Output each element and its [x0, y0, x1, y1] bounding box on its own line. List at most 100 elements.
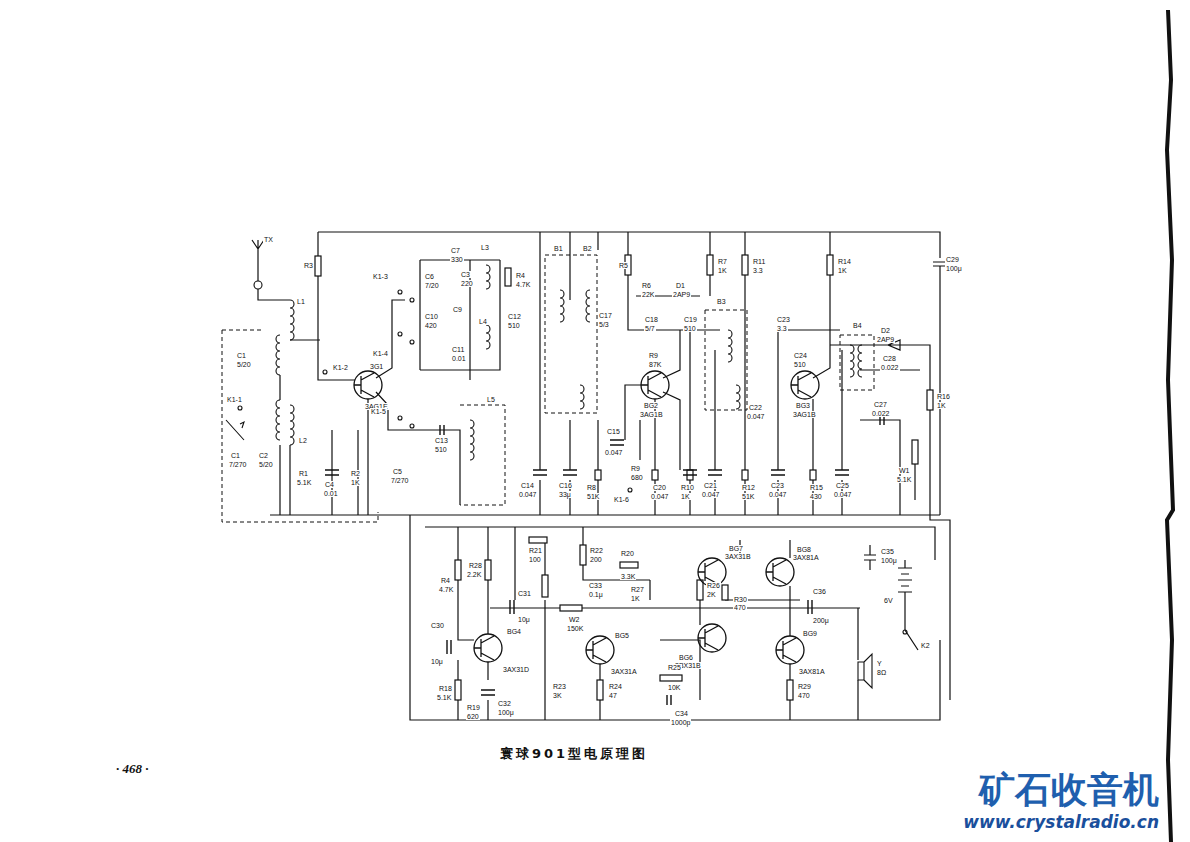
part-label: 0.1μ [588, 591, 604, 598]
part-label: 6V [883, 597, 894, 604]
part-label: L5 [486, 396, 496, 403]
part-label: L1 [296, 298, 306, 305]
part-label: B4 [852, 322, 863, 329]
part-label: 0.047 [701, 491, 721, 498]
part-label: 3AX31D [502, 666, 530, 673]
part-label: C16 [558, 482, 573, 489]
part-label: C15 [606, 428, 621, 435]
switch-symbol [398, 332, 402, 336]
watermark: 矿石收音机 [978, 772, 1160, 808]
resistor-symbol [927, 390, 933, 410]
wire [898, 560, 918, 650]
part-label: 2.2K [466, 571, 482, 578]
part-label: K1-1 [226, 396, 243, 403]
switch-symbol [226, 281, 907, 688]
resistor-symbol [707, 255, 713, 275]
transistor-symbol [791, 371, 819, 399]
part-label: R11 [752, 258, 766, 265]
part-label: K1-5 [370, 408, 387, 415]
part-label: B3 [716, 298, 727, 305]
wire [458, 527, 488, 720]
part-label: 5.1K [896, 476, 912, 483]
part-label: R4 [440, 577, 451, 584]
part-label: C33 [588, 582, 603, 589]
part-label: BG3 [795, 402, 811, 409]
wire [368, 392, 430, 515]
part-label: 22K [641, 291, 655, 298]
part-label: K1-3 [372, 273, 389, 280]
part-label: 87K [648, 361, 662, 368]
part-label: R21 [528, 547, 543, 554]
page-edge [1167, 10, 1173, 842]
capacitor-symbol [481, 440, 671, 705]
part-label: C6 [424, 273, 435, 280]
transistor-symbol [354, 371, 819, 664]
part-label: R16 [936, 393, 951, 400]
resistor-symbol [787, 680, 793, 700]
part-label: W1 [898, 467, 911, 474]
resistor-symbol [742, 255, 748, 275]
part-label: 0.01 [323, 490, 339, 497]
transistor-symbol [586, 638, 606, 662]
part-label: 5/20 [236, 361, 252, 368]
part-label: R20 [620, 550, 635, 557]
coil [736, 385, 740, 409]
shield-outline [222, 255, 874, 522]
part-label: 430 [809, 493, 823, 500]
part-label: 7/270 [228, 461, 248, 468]
part-label: 47 [608, 692, 618, 699]
part-label: C7 [450, 247, 461, 254]
part-label: B1 [553, 245, 564, 252]
part-label: W2 [568, 616, 581, 623]
switch-symbol [858, 654, 872, 688]
resistor-symbol [660, 675, 682, 681]
resistor-symbol [529, 537, 547, 543]
capacitor-symbol [325, 415, 884, 475]
part-label: C13 [434, 437, 449, 444]
part-label: 4.7K [438, 586, 454, 593]
part-label: 0.047 [768, 491, 788, 498]
part-label: 470 [797, 692, 811, 699]
switch-symbol [254, 281, 262, 289]
resistor-symbol [597, 680, 603, 700]
transistor-symbol [354, 371, 382, 399]
part-label: 5/3 [598, 321, 610, 328]
part-label: 510 [683, 325, 697, 332]
coil [858, 345, 862, 377]
part-label: C29 [945, 256, 960, 263]
wire [660, 585, 800, 700]
part-label: BG5 [614, 632, 630, 639]
transistor-symbol [791, 373, 811, 397]
part-label: C19 [683, 316, 698, 323]
part-label: 3.3 [776, 325, 788, 332]
coil [290, 300, 294, 340]
part-label: C9 [452, 306, 463, 313]
part-label: C28 [882, 355, 897, 362]
transistor-symbol [766, 558, 794, 586]
part-label: 51K [741, 493, 755, 500]
part-label: L4 [478, 318, 488, 325]
part-label: C20 [652, 484, 667, 491]
part-label: 100μ [497, 709, 515, 716]
capacitor-symbol [708, 470, 849, 475]
resistor-symbol [485, 560, 491, 580]
part-label: R3 [303, 262, 314, 269]
part-label: 420 [424, 322, 438, 329]
part-label: C23 [770, 482, 785, 489]
part-label: C11 [451, 346, 465, 353]
part-label: R6 [641, 282, 652, 289]
part-label: 510 [507, 322, 521, 329]
part-label: R15 [809, 484, 824, 491]
resistor-symbol [560, 605, 582, 611]
wire [628, 232, 720, 330]
part-label: 3AG1B [792, 411, 817, 418]
part-label: 510 [434, 446, 448, 453]
part-label: C5 [392, 468, 403, 475]
part-label: R25 [667, 664, 682, 671]
resistor-symbol [722, 585, 728, 600]
part-label: 680 [630, 474, 644, 481]
part-label: C12 [507, 313, 522, 320]
switch-symbol [410, 298, 414, 302]
part-label: 1K [717, 267, 728, 274]
